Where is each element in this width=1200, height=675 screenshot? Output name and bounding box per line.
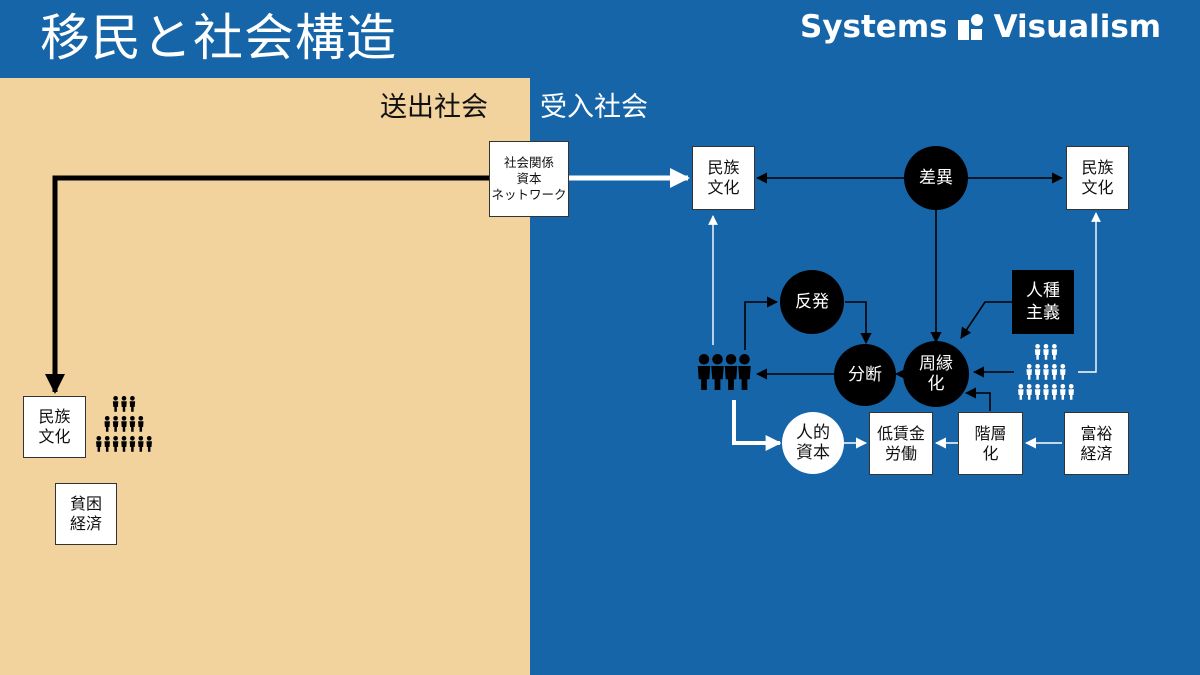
node-poverty-economy: 貧困 経済 (55, 483, 117, 545)
node-migrant-ethnic-culture: 民族 文化 (692, 146, 755, 210)
stratification-line-2: 化 (982, 443, 999, 463)
affluent-economy-line-2: 経済 (1080, 443, 1113, 463)
node-marginalization: 周縁 化 (903, 341, 969, 407)
link-racism-to-marginalization (960, 301, 1012, 339)
node-racism: 人種 主義 (1012, 270, 1074, 334)
people-group-icon (697, 354, 751, 390)
node-backlash: 反発 (780, 270, 844, 334)
page-title: 移民と社会構造 (40, 9, 397, 67)
marginalization-line-1: 周縁 (919, 354, 953, 374)
origin-culture-line-1: 民族 (38, 407, 71, 426)
backlash-label: 反発 (795, 292, 829, 312)
link-host-crowd-to-host-culture (1078, 212, 1101, 373)
systems-visualism-logo-icon (957, 14, 984, 40)
social-capital-line-2: 資本 (516, 171, 542, 186)
brand-logo: Systems Visualism (800, 8, 1161, 46)
social-capital-line-3: ネットワーク (491, 187, 567, 202)
division-label: 分断 (848, 365, 882, 385)
receiving-society-label: 受入社会 (540, 92, 648, 123)
racism-line-2: 主義 (1026, 303, 1060, 323)
poverty-economy-line-1: 貧困 (69, 494, 102, 513)
human-capital-line-2: 資本 (796, 443, 830, 463)
low-wage-line-2: 労働 (884, 443, 917, 463)
human-capital-line-1: 人的 (796, 423, 830, 443)
host-culture-line-2: 文化 (1081, 178, 1114, 197)
node-difference: 差異 (904, 146, 968, 210)
difference-label: 差異 (919, 168, 953, 188)
link-migrants-to-backlash (744, 296, 779, 350)
migrant-culture-line-2: 文化 (707, 178, 740, 197)
low-wage-line-1: 低賃金 (876, 423, 925, 443)
node-stratification: 階層 化 (958, 412, 1023, 475)
poverty-economy-line-2: 経済 (69, 514, 102, 533)
node-origin-ethnic-culture: 民族 文化 (23, 396, 86, 458)
node-social-capital-network: 社会関係 資本 ネットワーク (489, 141, 569, 217)
link-stratification-to-marginalization (964, 387, 991, 411)
link-migrants-to-human-capital (732, 400, 782, 451)
brand-name-1: Systems (800, 9, 948, 45)
crowd-icon (1018, 344, 1074, 400)
node-division: 分断 (834, 344, 896, 406)
sending-society-label: 送出社会 (380, 92, 488, 123)
racism-line-1: 人種 (1026, 281, 1060, 301)
host-culture-line-1: 民族 (1081, 158, 1114, 177)
node-host-ethnic-culture: 民族 文化 (1066, 146, 1129, 210)
node-affluent-economy: 富裕 経済 (1064, 412, 1129, 475)
link-network-to-origin-culture (45, 175, 490, 394)
node-human-capital: 人的 資本 (782, 412, 844, 474)
crowd-icon (96, 396, 152, 452)
affluent-economy-line-1: 富裕 (1080, 423, 1113, 443)
origin-culture-line-2: 文化 (38, 427, 71, 446)
header-bar: 移民と社会構造 Systems Visualism (0, 0, 1200, 78)
migrant-culture-line-1: 民族 (707, 158, 740, 177)
social-capital-line-1: 社会関係 (503, 155, 554, 170)
brand-name-2: Visualism (993, 9, 1162, 45)
link-backlash-to-division (845, 301, 872, 345)
marginalization-line-2: 化 (927, 374, 945, 394)
node-low-wage-labor: 低賃金 労働 (869, 412, 933, 475)
stratification-line-1: 階層 (974, 423, 1007, 443)
